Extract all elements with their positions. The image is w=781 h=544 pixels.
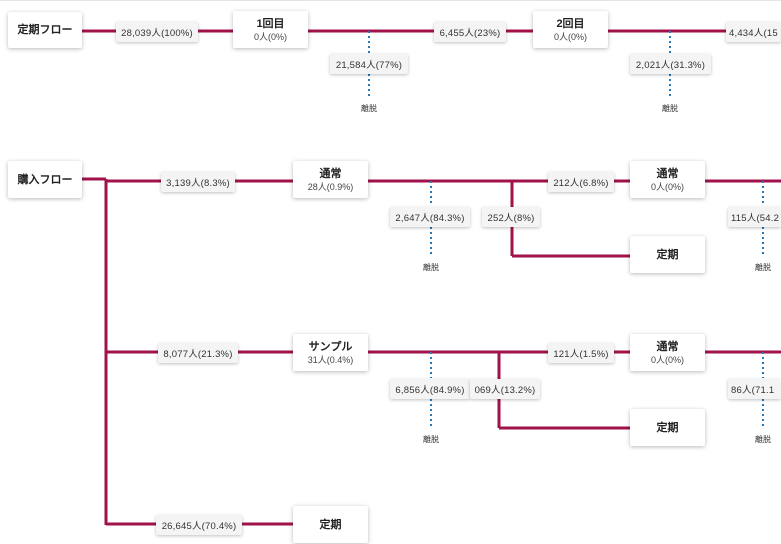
teiki-next-count-1[interactable]: 6,455人(23%) (434, 22, 506, 42)
branch-3-node[interactable]: 定期 (293, 506, 368, 543)
teiki-node-1-count: 0人(0%) (253, 31, 287, 42)
teiki-dropout-label-2: 離脱 (662, 104, 678, 113)
branch-2-alt-node[interactable]: 定期 (630, 409, 705, 446)
branch-1-next-count[interactable]: 212人(6.8%) (548, 172, 614, 192)
branch-1-node-count: 28人(0.9%) (307, 181, 354, 192)
branch-2-next-dropout-count[interactable]: 86人(71.1 (728, 379, 781, 399)
teiki-node-2[interactable]: 2回目 0人(0%) (533, 11, 608, 48)
branch-2-next-node-title: 通常 (656, 340, 679, 353)
branch-1-next-node-count: 0人(0%) (650, 181, 684, 192)
branch-2-next-dropout-label: 離脱 (755, 435, 771, 444)
branch-2-count[interactable]: 8,077人(21.3%) (158, 343, 238, 363)
branch-1-next-dropout-count[interactable]: 115人(54.2 (728, 207, 781, 227)
branch-2-alt-count[interactable]: 069人(13.2%) (470, 379, 540, 399)
branch-1-dropout-label: 離脱 (423, 263, 439, 272)
branch-1-next-dropout-label: 離脱 (755, 263, 771, 272)
branch-2-next-count[interactable]: 121人(1.5%) (548, 343, 614, 363)
teiki-flow-label: 定期フロー (17, 24, 73, 36)
kounyu-flow-start[interactable]: 購入フロー (8, 161, 82, 198)
branch-3-count[interactable]: 26,645人(70.4%) (156, 515, 242, 535)
teiki-flow-start[interactable]: 定期フロー (8, 12, 82, 48)
branch-2-node-title: サンプル (308, 340, 353, 353)
top-divider (0, 0, 781, 1)
branch-2-next-node-count: 0人(0%) (650, 354, 684, 365)
teiki-dropout-count-1[interactable]: 21,584人(77%) (330, 54, 408, 74)
branch-1-alt-node[interactable]: 定期 (630, 236, 705, 273)
branch-2-alt-node-title: 定期 (656, 421, 679, 434)
branch-1-next-node-title: 通常 (656, 167, 679, 180)
teiki-entry-count[interactable]: 28,039人(100%) (116, 22, 198, 42)
branch-2-node[interactable]: サンプル 31人(0.4%) (293, 334, 368, 371)
teiki-dropout-label-1: 離脱 (361, 104, 377, 113)
teiki-node-1[interactable]: 1回目 0人(0%) (233, 11, 308, 48)
branch-1-next-node[interactable]: 通常 0人(0%) (630, 161, 705, 198)
branch-3-node-title: 定期 (319, 518, 342, 531)
branch-1-node[interactable]: 通常 28人(0.9%) (293, 161, 368, 198)
branch-2-dropout-count[interactable]: 6,856人(84.9%) (390, 379, 470, 399)
teiki-next-count-2[interactable]: 4,434人(15 (726, 22, 781, 42)
teiki-node-2-count: 0人(0%) (553, 31, 587, 42)
teiki-node-1-title: 1回目 (256, 17, 285, 30)
branch-1-alt-count[interactable]: 252人(8%) (482, 207, 540, 227)
teiki-node-2-title: 2回目 (556, 17, 585, 30)
kounyu-flow-label: 購入フロー (17, 173, 73, 186)
branch-2-dropout-label: 離脱 (423, 435, 439, 444)
teiki-dropout-count-2[interactable]: 2,021人(31.3%) (630, 54, 711, 74)
branch-1-node-title: 通常 (319, 167, 342, 180)
branch-1-dropout-count[interactable]: 2,647人(84.3%) (390, 207, 470, 227)
branch-2-node-count: 31人(0.4%) (307, 354, 354, 365)
branch-1-count[interactable]: 3,139人(8.3%) (161, 172, 235, 192)
branch-1-alt-node-title: 定期 (656, 248, 679, 261)
branch-2-next-node[interactable]: 通常 0人(0%) (630, 334, 705, 371)
